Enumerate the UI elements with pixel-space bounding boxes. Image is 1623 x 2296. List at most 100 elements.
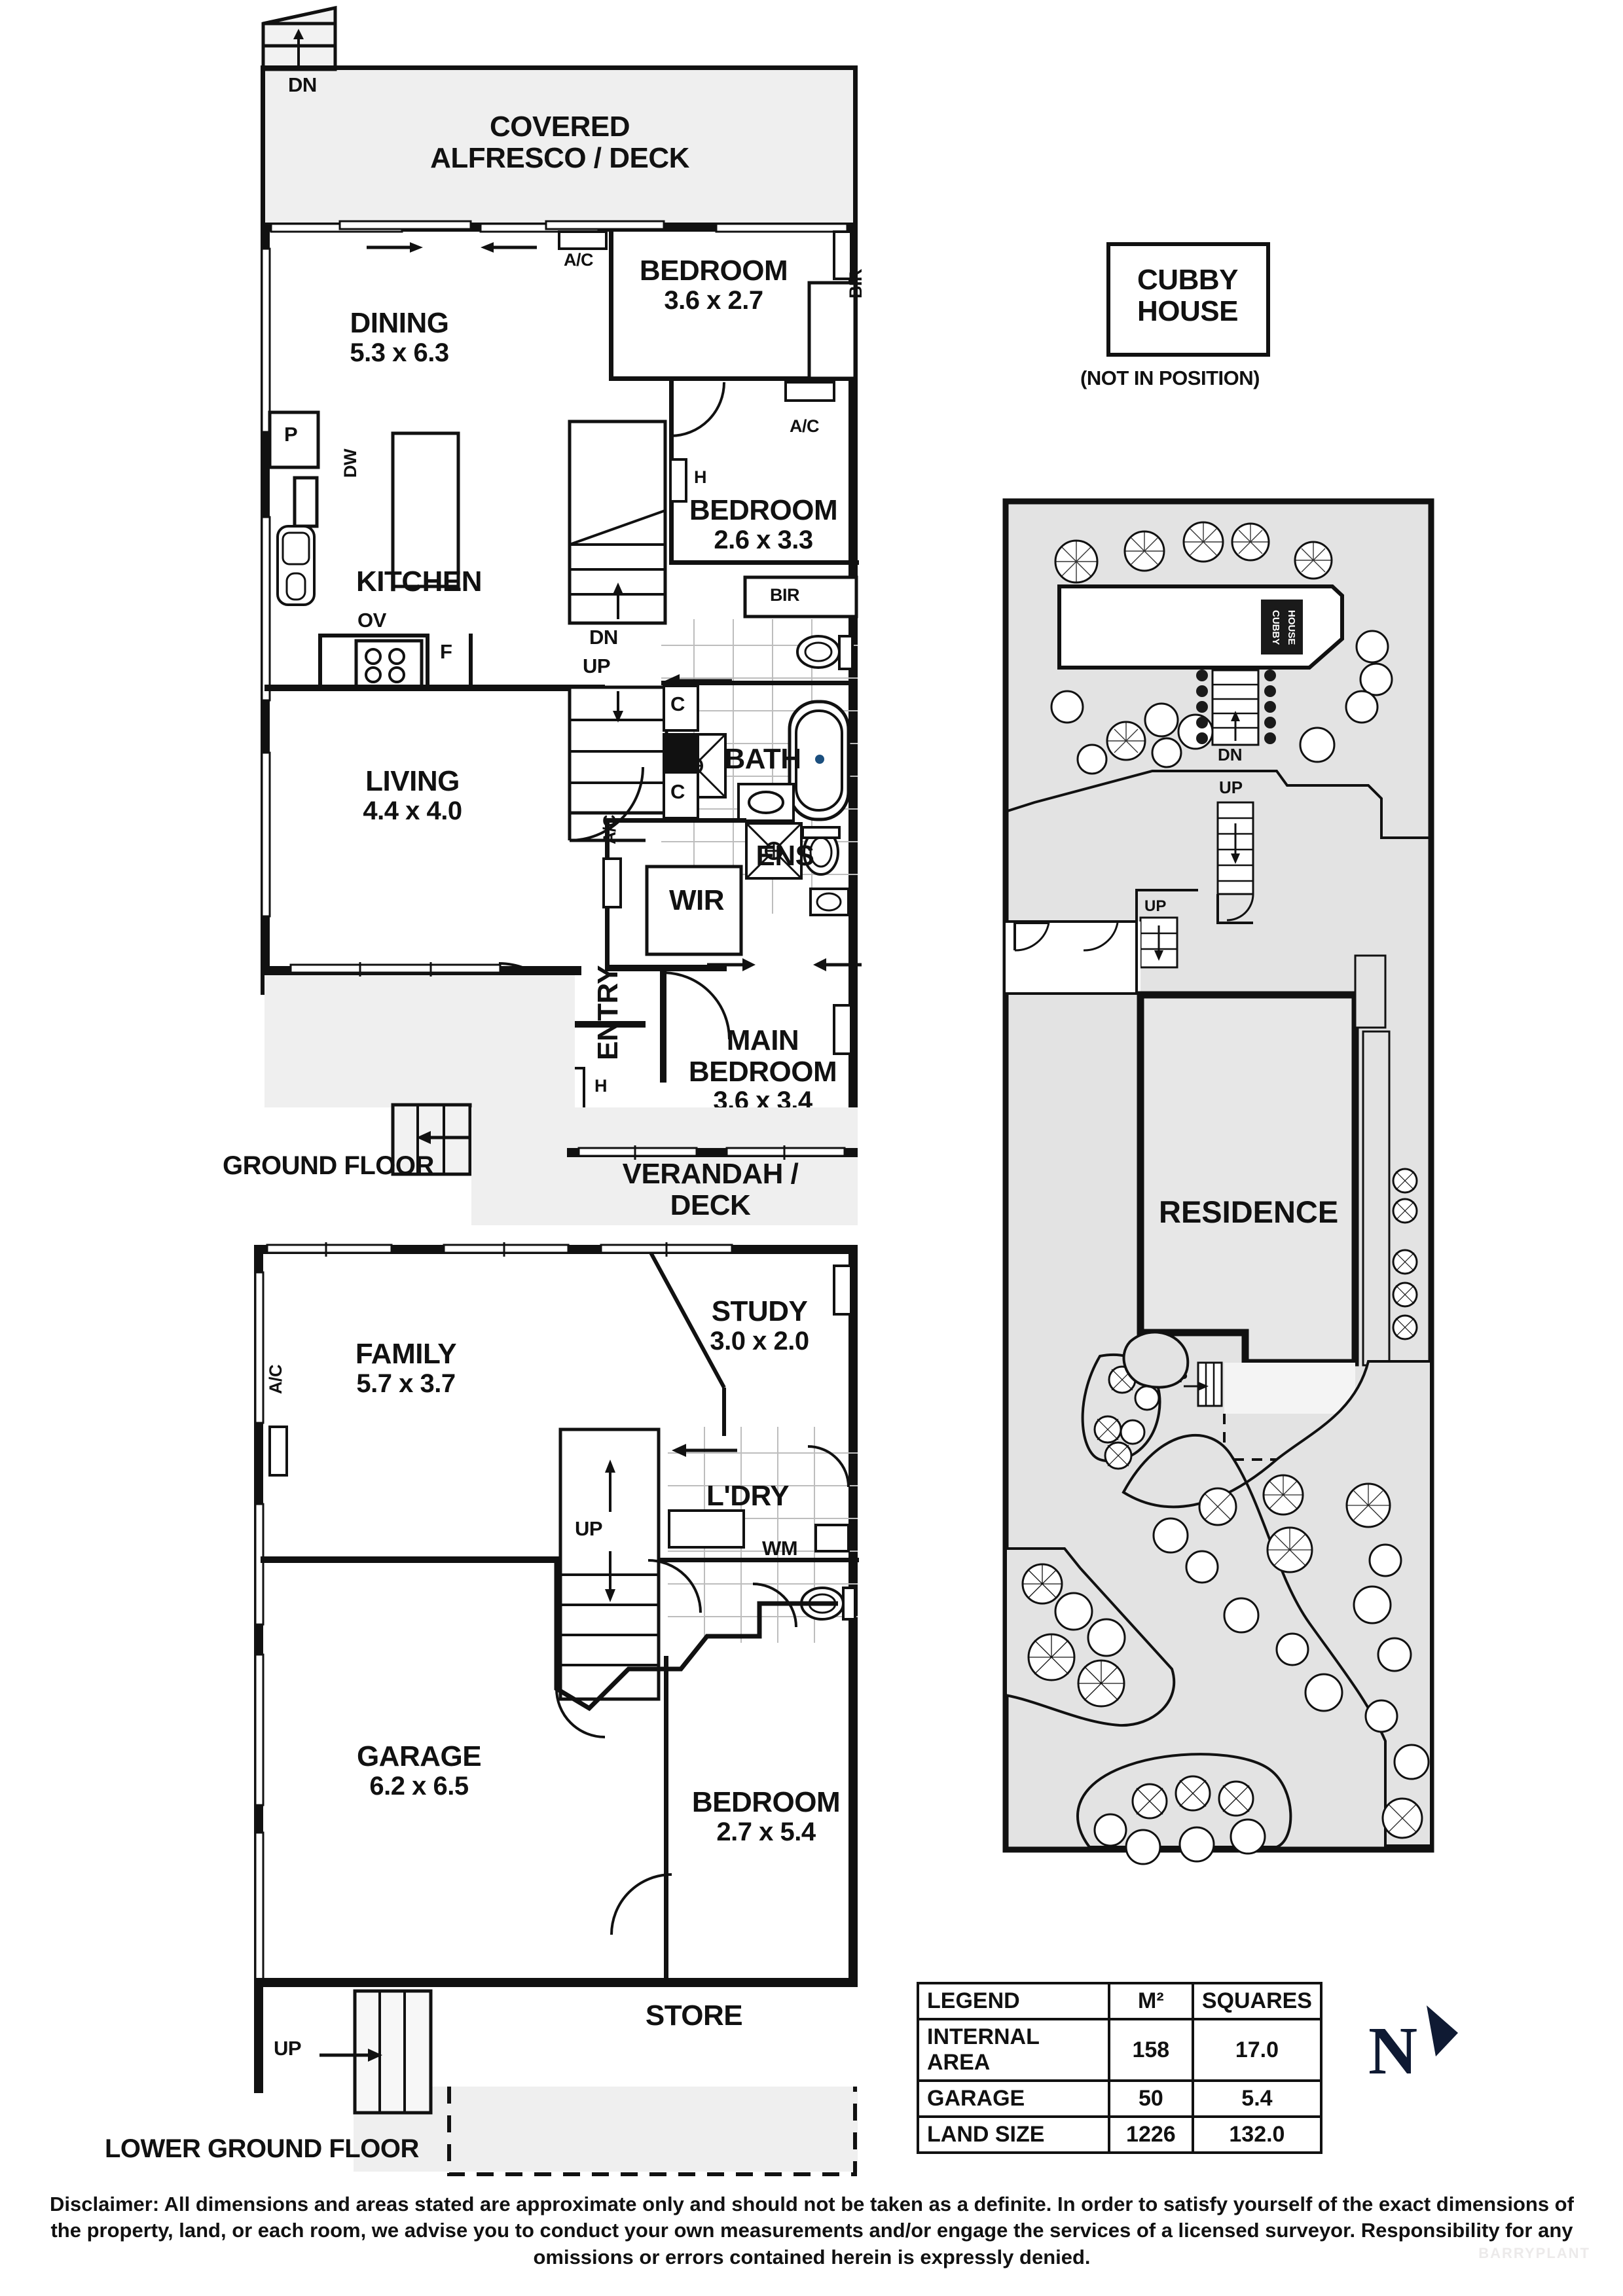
lgf-dashed-outline — [447, 2087, 857, 2176]
fridge-unit — [426, 634, 429, 689]
lower-ground-floor-title: LOWER GROUND FLOOR — [105, 2134, 419, 2163]
cooktop-unit — [354, 639, 424, 690]
legend-row-1-label: GARAGE — [917, 2079, 1110, 2118]
bir-label-bed2: BIR — [770, 585, 800, 605]
wir-shelf — [645, 865, 743, 956]
ac-label-dining: A/C — [564, 250, 594, 270]
ac-unit-living — [602, 857, 622, 908]
lgf-stair-up — [558, 1427, 661, 1701]
lgf-bed-left-wall — [664, 1656, 668, 1983]
room-entry: ENTRY — [592, 965, 624, 1060]
alfresco-deck-slab — [264, 65, 857, 229]
lgf-lower-hall-walls — [554, 1559, 838, 1738]
c-label-upper: C — [670, 692, 685, 715]
verandah-slab — [471, 1107, 858, 1225]
lgf-top-windows — [266, 1242, 733, 1257]
room-bedroom-2: BEDROOM 2.6 x 3.3 — [689, 494, 838, 554]
legend-row-1-squares: 5.4 — [1191, 2079, 1323, 2118]
room-bath: BATH — [724, 743, 801, 775]
up-label-lgf-porch: UP — [274, 2037, 302, 2060]
room-wir: WIR — [668, 884, 725, 916]
ac-unit-family — [268, 1426, 288, 1477]
table-row: GARAGE 50 5.4 — [917, 2079, 1323, 2118]
room-main-bedroom: MAIN BEDROOM 3.6 x 3.4 — [688, 1024, 837, 1116]
svg-text:UP: UP — [1144, 897, 1166, 915]
up-label-gf: UP — [583, 655, 611, 677]
cubby-house-box — [1106, 242, 1270, 357]
ac-label-family: A/C — [266, 1365, 285, 1394]
entry-door — [662, 971, 731, 1040]
table-row: LAND SIZE 1226 132.0 — [917, 2115, 1323, 2154]
legend-header-squares: SQUARES — [1191, 1982, 1323, 2020]
ac-unit-main-bed — [833, 1004, 852, 1055]
fridge-unit-2 — [469, 634, 473, 689]
gf-slide-arrows — [367, 242, 537, 253]
c-label-lower: C — [670, 780, 685, 803]
store-top-wall — [254, 1978, 858, 1987]
wm-label: WM — [762, 1537, 798, 1560]
dw-label: DW — [340, 449, 360, 478]
room-store: STORE — [645, 2000, 743, 2032]
brand-watermark: BARRYPLANT — [1478, 2245, 1590, 2261]
verandah-windows — [577, 1145, 846, 1160]
lgf-hall-arrows — [672, 1444, 737, 1457]
ac-unit-bed1 — [833, 230, 852, 280]
wir-bottom-wall — [605, 965, 727, 971]
f-label: F — [440, 640, 452, 663]
lgf-left-windows — [254, 1271, 264, 1984]
study-diagonal-wall — [649, 1251, 726, 1436]
kitchen-sink — [276, 525, 316, 606]
kitchen-bench-wall — [318, 634, 322, 689]
room-verandah: VERANDAH / DECK — [622, 1158, 799, 1221]
legend-row-2-squares: 132.0 — [1191, 2115, 1323, 2154]
lgf-porch-slab — [354, 2087, 858, 2172]
store-left-wall — [254, 1978, 263, 2093]
site-plan-svg: CUBBY HOUSE — [1002, 498, 1434, 1865]
cubby-house-label: CUBBY HOUSE — [1137, 264, 1238, 327]
closet-c-lower — [663, 771, 699, 819]
living-top-wall — [264, 685, 605, 691]
cubby-house-note: (NOT IN POSITION) — [1080, 367, 1260, 389]
bir-bed1 — [807, 281, 857, 380]
wir-top-wall — [605, 818, 723, 823]
room-ens: ENS — [756, 840, 814, 872]
room-living: LIVING 4.4 x 4.0 — [363, 765, 462, 825]
room-kitchen: KITCHEN — [356, 565, 483, 598]
legend-table: LEGEND M² SQUARES INTERNAL AREA 158 17.0… — [917, 1982, 1323, 2154]
bir-label-bed1: BIR — [846, 269, 866, 298]
svg-text:DN: DN — [1218, 745, 1243, 764]
bir-bed2 — [743, 575, 858, 619]
ac-label-bed2: A/C — [790, 416, 820, 436]
alfresco-right-wall — [853, 65, 858, 230]
dn-label-top: DN — [288, 73, 317, 96]
svg-text:CUBBY: CUBBY — [1270, 610, 1281, 645]
bed1-bottom-wall — [609, 376, 858, 381]
p-label: P — [284, 423, 298, 446]
ac-unit-study — [833, 1265, 852, 1316]
ov-label: OV — [357, 609, 386, 632]
heater-bed2 — [669, 458, 687, 503]
bed2-bottom-wall — [669, 560, 859, 565]
legend-row-2-m2: 1226 — [1107, 2115, 1194, 2154]
table-row: INTERNAL AREA 158 17.0 — [917, 2018, 1323, 2082]
legend-row-0-squares: 17.0 — [1191, 2018, 1323, 2082]
room-dining: DINING 5.3 x 6.3 — [350, 307, 449, 367]
gf-left-windows — [261, 247, 271, 918]
room-study: STUDY 3.0 x 2.0 — [710, 1295, 809, 1355]
kitchen-island — [391, 431, 460, 588]
entry-right-wall — [660, 971, 666, 1083]
laundry-bottom-wall — [659, 1558, 859, 1562]
svg-text:HOUSE: HOUSE — [1286, 610, 1297, 645]
dishwasher-unit — [293, 476, 319, 528]
family-bottom-wall — [261, 1556, 562, 1563]
site-plan: CUBBY HOUSE — [1002, 497, 1578, 1872]
room-bedroom-lower: BEDROOM 2.7 x 5.4 — [691, 1786, 841, 1846]
bed1-left-wall — [609, 230, 613, 381]
ground-floor-plan: DN COVERED ALFRESCO / DECK A/C DINING 5.… — [0, 0, 917, 1230]
entry-bottom-wall — [567, 1021, 646, 1028]
disclaimer-text: Disclaimer: All dimensions and areas sta… — [50, 2193, 1574, 2269]
h-label-main-bed: H — [594, 1076, 608, 1096]
bath-top-wall — [661, 681, 851, 685]
left-verandah-slab — [264, 971, 575, 1107]
